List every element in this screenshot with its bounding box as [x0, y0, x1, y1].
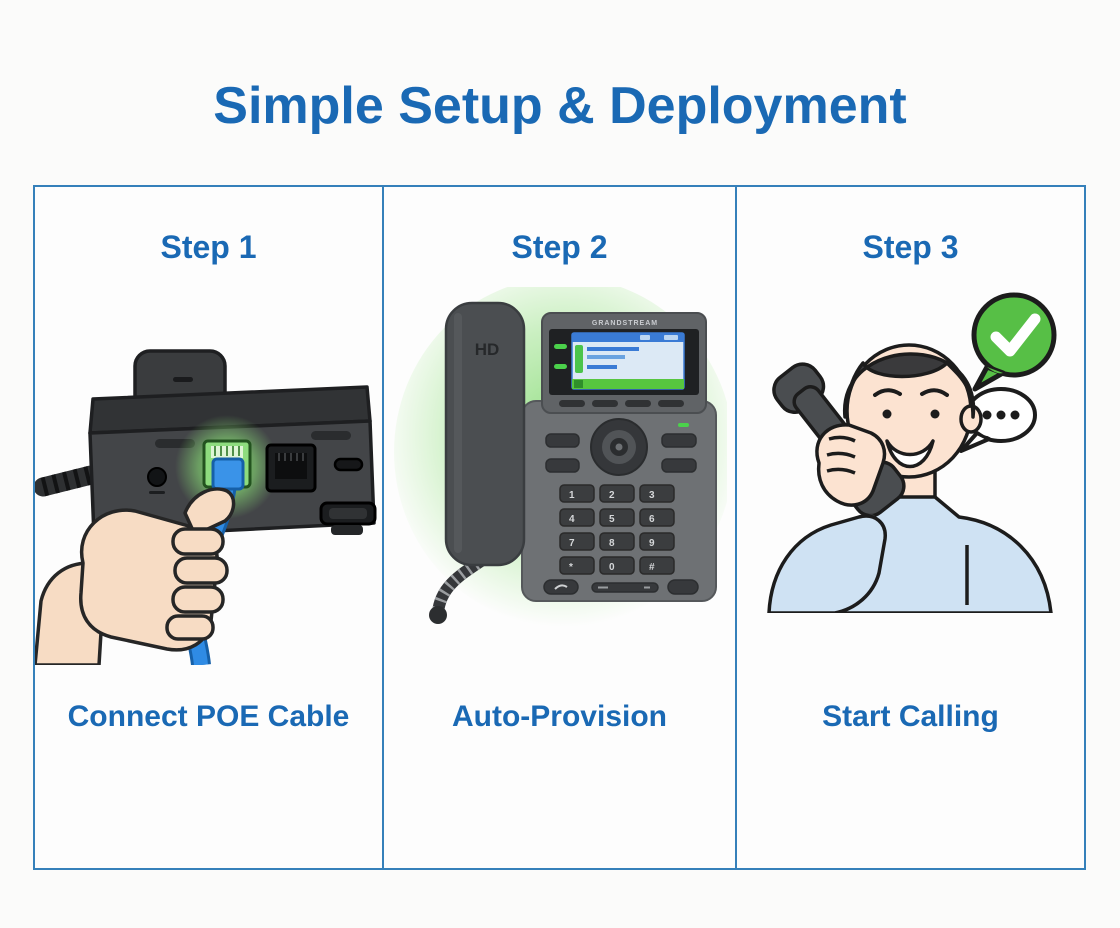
- audio-jack: [147, 467, 167, 494]
- step-3-label: Step 3: [862, 229, 959, 265]
- key-0: 0: [609, 562, 615, 573]
- handset-in-hand: [767, 362, 906, 613]
- key-pound: #: [649, 562, 655, 573]
- step-3-caption: Start Calling: [822, 700, 999, 733]
- poe-cable-plug-illustration: [35, 349, 377, 665]
- key-8: 8: [609, 538, 615, 549]
- bottom-keys: [543, 579, 699, 595]
- lan-port: [265, 443, 317, 493]
- sleeve: [767, 514, 887, 613]
- navigation-cluster: [590, 418, 648, 476]
- person-calling-illustration: [767, 292, 1057, 613]
- key-7: 7: [569, 538, 575, 549]
- key-star: *: [569, 562, 573, 573]
- hd-label: HD: [475, 340, 500, 359]
- ip-phone-body: GRANDSTREAM: [521, 312, 717, 602]
- smile: [885, 439, 935, 469]
- checkmark-icon: [990, 313, 1041, 357]
- steps-panel-container: Step 1: [33, 185, 1086, 870]
- softkeys: [559, 400, 684, 407]
- ip-phone-provisioning-illustration: GRANDSTREAM: [394, 287, 727, 627]
- check-bubble-icon: [971, 292, 1057, 392]
- typing-bubble-icon: [959, 387, 1037, 453]
- line-led-2: [554, 364, 567, 369]
- phone-handset: HD: [444, 301, 526, 567]
- hair: [843, 352, 976, 419]
- step-3-panel: Step 3: [737, 187, 1084, 868]
- hand: [815, 423, 887, 507]
- brand-text: GRANDSTREAM: [592, 320, 658, 327]
- page-title: Simple Setup & Deployment: [213, 77, 907, 135]
- key-4: 4: [569, 514, 575, 525]
- step-1-panel: Step 1: [35, 187, 384, 868]
- line-led-1: [554, 344, 567, 349]
- screen-housing: GRANDSTREAM: [541, 312, 707, 414]
- status-led: [678, 423, 689, 427]
- key-2: 2: [609, 490, 615, 501]
- step-2-caption: Auto-Provision: [452, 700, 667, 733]
- usb-port: [333, 457, 364, 472]
- person: [767, 343, 1053, 613]
- key-9: 9: [649, 538, 655, 549]
- step-2-panel: Step 2: [384, 187, 737, 868]
- step-1-caption: Connect POE Cable: [67, 700, 350, 733]
- key-1: 1: [569, 490, 575, 501]
- wall-mount-slot: [319, 501, 377, 526]
- offhook-icon: [554, 584, 568, 590]
- step-2-label: Step 2: [511, 229, 608, 265]
- key-5: 5: [609, 514, 615, 525]
- hand: [35, 487, 236, 665]
- key-6: 6: [649, 514, 655, 525]
- handset-cord-stub: [35, 465, 101, 497]
- function-keys: [545, 433, 697, 473]
- volume-rocker: [591, 582, 659, 593]
- lcd-screen: [571, 332, 685, 390]
- key-3: 3: [649, 490, 655, 501]
- keypad: 1 2 3 4 5 6 7 8 9 * 0 #: [559, 484, 675, 575]
- step-1-label: Step 1: [160, 229, 257, 265]
